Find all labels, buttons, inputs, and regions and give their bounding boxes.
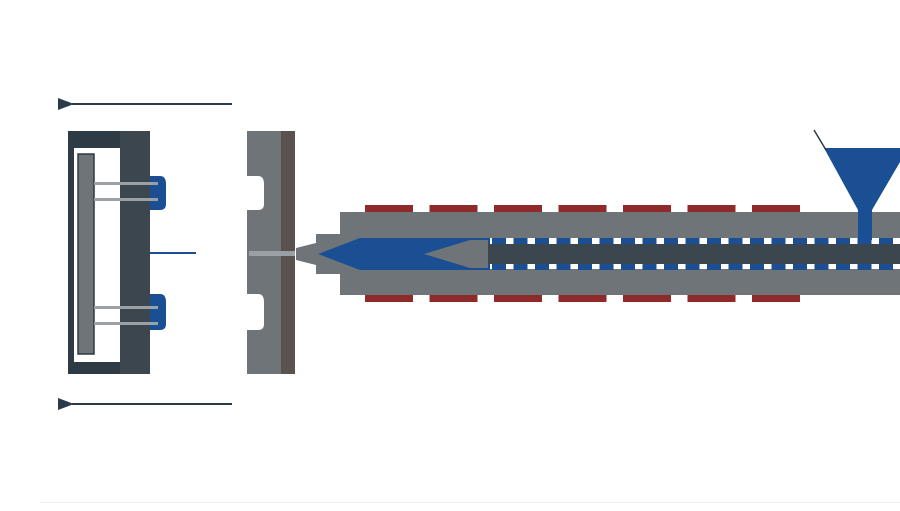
barrel-lower-wall [340, 269, 900, 295]
moving-platen-assembly [68, 131, 196, 374]
fixed-mold-core-top [247, 176, 264, 210]
screw-flight-bottom [728, 264, 743, 270]
heater-band-top [687, 205, 736, 212]
screw-shaft [488, 244, 900, 264]
screw-flight-bottom [664, 264, 678, 270]
screw-flight-top [556, 238, 571, 244]
heater-band-top [558, 205, 607, 212]
screw-flight-top [535, 238, 549, 244]
moving-mold-cavity-top [150, 176, 166, 210]
screw-flight-top [685, 238, 700, 244]
screw-flight-bottom [771, 264, 786, 270]
screw-flight-bottom [535, 264, 549, 270]
screw-flight-bottom [492, 264, 506, 270]
moving-mold-cavity-bottom [150, 294, 166, 330]
screw-flight-top [492, 238, 506, 244]
hopper [824, 148, 900, 212]
heater-bands [365, 205, 800, 302]
screw-flight-top [857, 238, 872, 244]
heater-band-bottom [558, 295, 607, 302]
screw-flight-bottom [857, 264, 872, 270]
heater-band-bottom [365, 295, 413, 302]
heater-band-bottom [494, 295, 542, 302]
screw-flight-bottom [793, 264, 807, 270]
screw-flight-bottom [707, 264, 721, 270]
screw-flight-top [750, 238, 764, 244]
screw-flight-bottom [599, 264, 614, 270]
screw-flight-top [599, 238, 614, 244]
screw-flight-top [513, 238, 528, 244]
screw-flight-bottom [879, 264, 893, 270]
screw-flight-top [879, 238, 893, 244]
screw-flight-bottom [578, 264, 592, 270]
heater-band-top [623, 205, 671, 212]
screw-flight-top [771, 238, 786, 244]
screw-flight-top [578, 238, 592, 244]
ejector-pin-bottom-2 [94, 322, 158, 325]
heater-band-top [752, 205, 800, 212]
screw-flight-top [707, 238, 721, 244]
injection-unit [296, 205, 900, 302]
heater-band-bottom [752, 295, 800, 302]
screw-flight-bottom [621, 264, 635, 270]
screw-flight-bottom [750, 264, 764, 270]
screw-flight-bottom [556, 264, 571, 270]
heater-band-top [429, 205, 478, 212]
screw-flight-top [728, 238, 743, 244]
screw-flights [492, 238, 893, 270]
ejector-pin-bottom-1 [94, 306, 158, 309]
hopper-edge-line [813, 129, 827, 151]
footer-divider [40, 502, 900, 503]
hopper-assembly [813, 129, 900, 240]
screw-flight-top [621, 238, 635, 244]
ejector-plate [77, 153, 95, 355]
heater-band-top [494, 205, 542, 212]
screw-flight-top [642, 238, 657, 244]
fixed-platen-assembly [247, 131, 295, 374]
screw-flight-top [664, 238, 678, 244]
screw-flight-bottom [513, 264, 528, 270]
nozzle-tip [296, 243, 316, 265]
heater-band-top [365, 205, 413, 212]
sprue-bushing [249, 251, 295, 256]
heater-band-bottom [429, 295, 478, 302]
fixed-mold-core-bottom [247, 294, 264, 330]
plastic-melt-front [318, 238, 490, 270]
heater-band-bottom [623, 295, 671, 302]
screw-flight-bottom [642, 264, 657, 270]
screw-flight-bottom [814, 264, 829, 270]
barrel-upper-wall [340, 212, 900, 238]
screw-flight-top [836, 238, 850, 244]
ejector-pin-top-2 [94, 198, 158, 201]
hopper-throat [858, 208, 872, 240]
screw-flight-top [814, 238, 829, 244]
screw-flight-bottom [685, 264, 700, 270]
screw-tip-check-valve [424, 240, 488, 268]
screw-flight-top [793, 238, 807, 244]
moving-mold-half [120, 131, 150, 374]
screw-flight-bottom [836, 264, 850, 270]
ejector-pin-top-1 [94, 182, 158, 185]
heater-band-bottom [687, 295, 736, 302]
